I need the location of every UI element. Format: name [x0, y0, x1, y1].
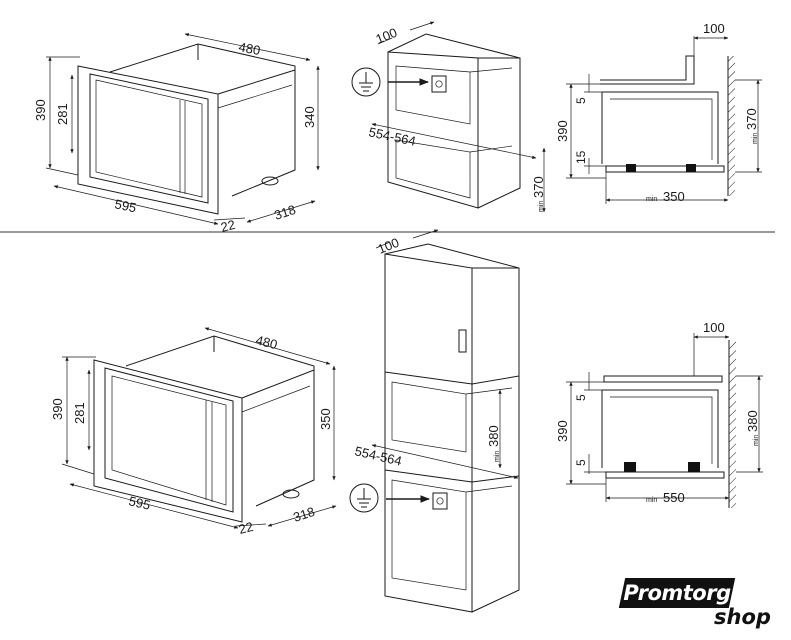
bottom-dim-depth: 480 — [254, 332, 279, 352]
top-section-gap-bottom: 15 — [574, 150, 588, 164]
bottom-dim-height: 390 — [50, 398, 65, 420]
bottom-section-depth: 550 — [663, 490, 685, 505]
top-cabinet-min: min — [538, 201, 545, 212]
top-section-depth-min: min — [646, 196, 657, 203]
top-dim-back-gap: 100 — [374, 25, 400, 47]
bottom-section-top-gap: 100 — [703, 320, 725, 335]
bottom-dim-niche-width: 554-564 — [353, 443, 403, 468]
bottom-section-gap-bottom: 5 — [574, 459, 588, 466]
top-cabinet-view — [351, 21, 546, 213]
bottom-section-depth-min: min — [646, 497, 657, 504]
bottom-cabinet-view — [349, 229, 520, 613]
top-dim-niche-width: 554-564 — [367, 124, 417, 149]
bottom-dim-width: 595 — [127, 493, 152, 512]
top-dim-frame: 22 — [219, 217, 237, 235]
top-dim-inner-height: 281 — [55, 103, 70, 125]
bottom-oven-view — [61, 327, 337, 529]
top-section-top-gap: 100 — [703, 21, 725, 36]
top-section-depth: 350 — [663, 189, 685, 204]
top-dim-body-depth: 318 — [272, 202, 297, 223]
top-dim-niche-height: 370 — [531, 176, 546, 198]
bottom-dim-body-height: 350 — [318, 408, 333, 430]
bottom-section-view — [566, 333, 763, 508]
top-section-gap-top: 5 — [574, 97, 588, 104]
bottom-dim-back-gap: 100 — [376, 235, 402, 257]
top-section-view — [566, 36, 762, 204]
bottom-section-niche-min: min — [753, 435, 760, 446]
bottom-dim-inner-height: 281 — [72, 402, 87, 424]
top-section-height: 390 — [555, 120, 570, 142]
top-dim-depth: 480 — [237, 39, 261, 58]
top-section-niche-min: min — [752, 133, 759, 144]
bottom-dim-body-depth: 318 — [291, 504, 316, 525]
top-dim-body-height: 340 — [302, 106, 317, 128]
bottom-dim-frame: 22 — [237, 519, 255, 537]
top-oven-view — [45, 33, 320, 225]
bottom-section-gap-top: 5 — [574, 394, 588, 401]
top-dim-height: 390 — [33, 99, 48, 121]
promtorg-logo: Promtorg shop — [618, 578, 782, 633]
top-dim-width: 595 — [113, 196, 137, 215]
bottom-dim-niche-height: 380 — [486, 425, 501, 447]
bottom-section-height: 390 — [555, 420, 570, 442]
bottom-cabinet-min: min — [494, 451, 501, 462]
bottom-section-niche-height: 380 — [745, 410, 760, 432]
ground-symbol-icon — [349, 483, 379, 513]
logo-sub-text: shop — [714, 605, 771, 629]
top-section-niche-height: 370 — [744, 108, 759, 130]
ground-symbol-icon — [351, 67, 381, 97]
